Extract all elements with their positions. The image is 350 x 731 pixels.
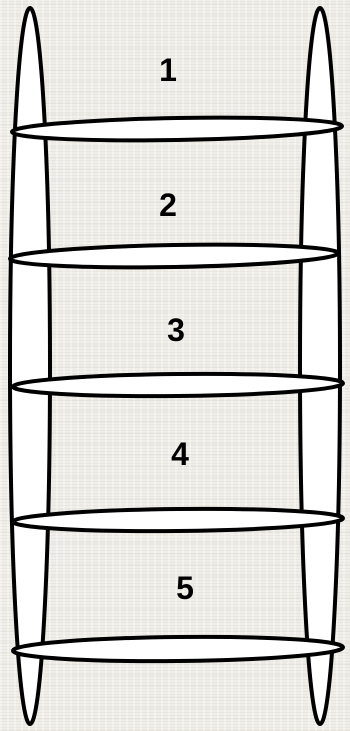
step-number-5: 5 [176,570,194,606]
ladder-right-rail [300,8,340,724]
ladder-rung-3 [13,372,343,397]
step-number-2: 2 [159,187,177,223]
step-number-4: 4 [171,436,189,472]
ladder-rung-2 [10,242,338,270]
step-number-1: 1 [159,52,177,88]
ladder-rung-4 [13,507,343,532]
ladder-rung-1 [12,115,342,143]
ladder-left-rail [10,8,50,724]
ladder-rung-5 [13,635,343,662]
step-number-3: 3 [167,312,185,348]
